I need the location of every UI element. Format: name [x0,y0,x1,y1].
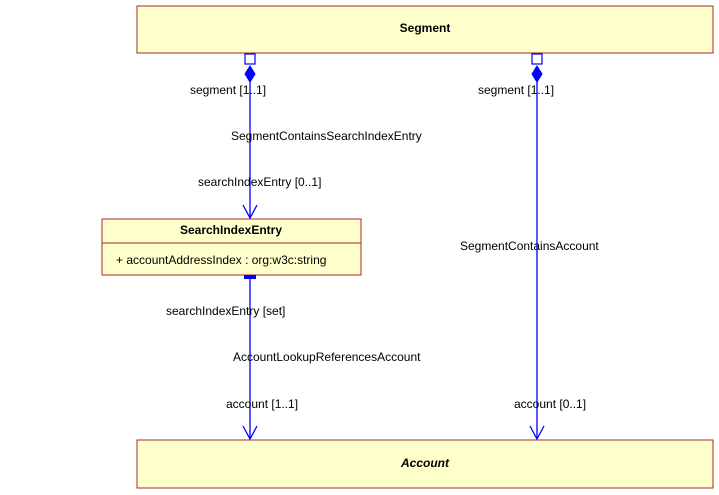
class-search-index-entry[interactable]: SearchIndexEntry + accountAddressIndex :… [101,218,362,276]
association-lookup-account[interactable]: searchIndexEntry [set] AccountLookupRefe… [166,275,421,441]
arrow-head-icon [242,425,258,441]
arrow-head-icon [242,204,258,220]
composition-diamond-icon [531,65,543,83]
target-role-label: account [0..1] [514,397,586,411]
class-search-index-entry-name: SearchIndexEntry [180,223,282,237]
target-role-label: searchIndexEntry [0..1] [198,175,321,189]
class-segment-name: Segment [400,21,451,35]
class-segment[interactable]: Segment [136,5,714,54]
association-segment-account[interactable]: segment [1..1] SegmentContainsAccount ac… [460,53,599,441]
aggregation-bar-icon [244,275,256,279]
class-search-index-entry-box [101,218,362,276]
composition-diamond-icon [244,65,256,83]
arrow-head-icon [529,425,545,441]
port-square-icon [531,53,543,65]
target-role-label: account [1..1] [226,397,298,411]
association-name-label: SegmentContainsSearchIndexEntry [231,129,422,143]
port-square-icon [244,53,256,65]
source-role-label: segment [1..1] [190,83,266,97]
class-segment-box [136,5,714,54]
association-name-label: AccountLookupReferencesAccount [233,350,421,364]
class-account-name: Account [400,456,450,470]
class-attribute: + accountAddressIndex : org:w3c:string [116,253,326,267]
class-account[interactable]: Account [136,439,714,489]
association-segment-search-index-entry[interactable]: segment [1..1] SegmentContainsSearchInde… [190,53,422,220]
association-name-label: SegmentContainsAccount [460,239,599,253]
source-role-label: searchIndexEntry [set] [166,304,285,318]
source-role-label: segment [1..1] [478,83,554,97]
class-account-box [136,439,714,489]
